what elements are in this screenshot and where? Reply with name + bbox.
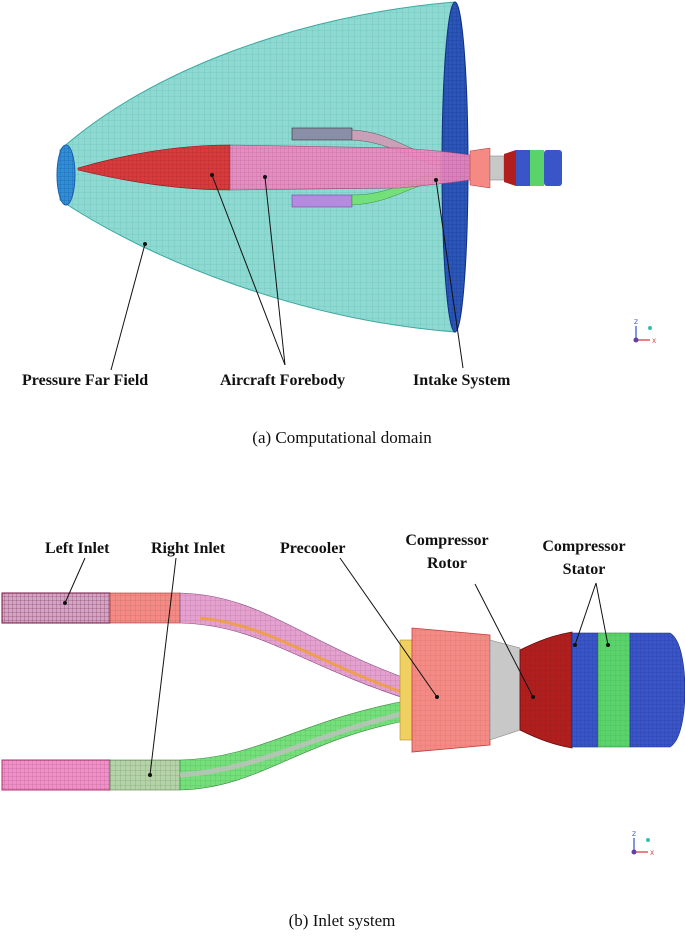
label-compressor-rotor-line2: Rotor [427, 555, 467, 572]
axis-x-label: X [650, 850, 654, 857]
lower-intake-duct [291, 194, 353, 208]
precooler-section-a [469, 147, 491, 189]
label-aircraft-forebody: Aircraft Forebody [220, 372, 345, 389]
caption-a: (a) Computational domain [252, 428, 432, 447]
axis-z-label: Z [634, 319, 638, 326]
label-right-inlet: Right Inlet [151, 540, 226, 557]
label-compressor-stator-line2: Stator [563, 561, 606, 578]
axis-triad-icon: Z X [631, 831, 654, 857]
label-compressor-rotor-line1: Compressor [405, 532, 488, 549]
compressor-stator-a [530, 150, 544, 186]
axis-z-label: Z [632, 831, 636, 838]
label-left-inlet: Left Inlet [45, 540, 110, 557]
label-precooler: Precooler [280, 540, 345, 557]
label-pressure-far-field: Pressure Far Field [22, 372, 148, 389]
upper-intake-duct [291, 127, 353, 141]
panel-a: Pressure Far Field Aircraft Forebody Int… [22, 1, 656, 447]
axis-triad-icon: Z X [633, 319, 656, 345]
compressor-rotor-a [504, 150, 516, 186]
label-compressor-stator-line1: Compressor [542, 538, 625, 555]
panel-b: Left Inlet Right Inlet Precooler Compres… [1, 532, 685, 930]
axis-x-label: X [652, 338, 656, 345]
caption-b: (b) Inlet system [289, 911, 396, 930]
label-intake-system: Intake System [413, 372, 511, 389]
